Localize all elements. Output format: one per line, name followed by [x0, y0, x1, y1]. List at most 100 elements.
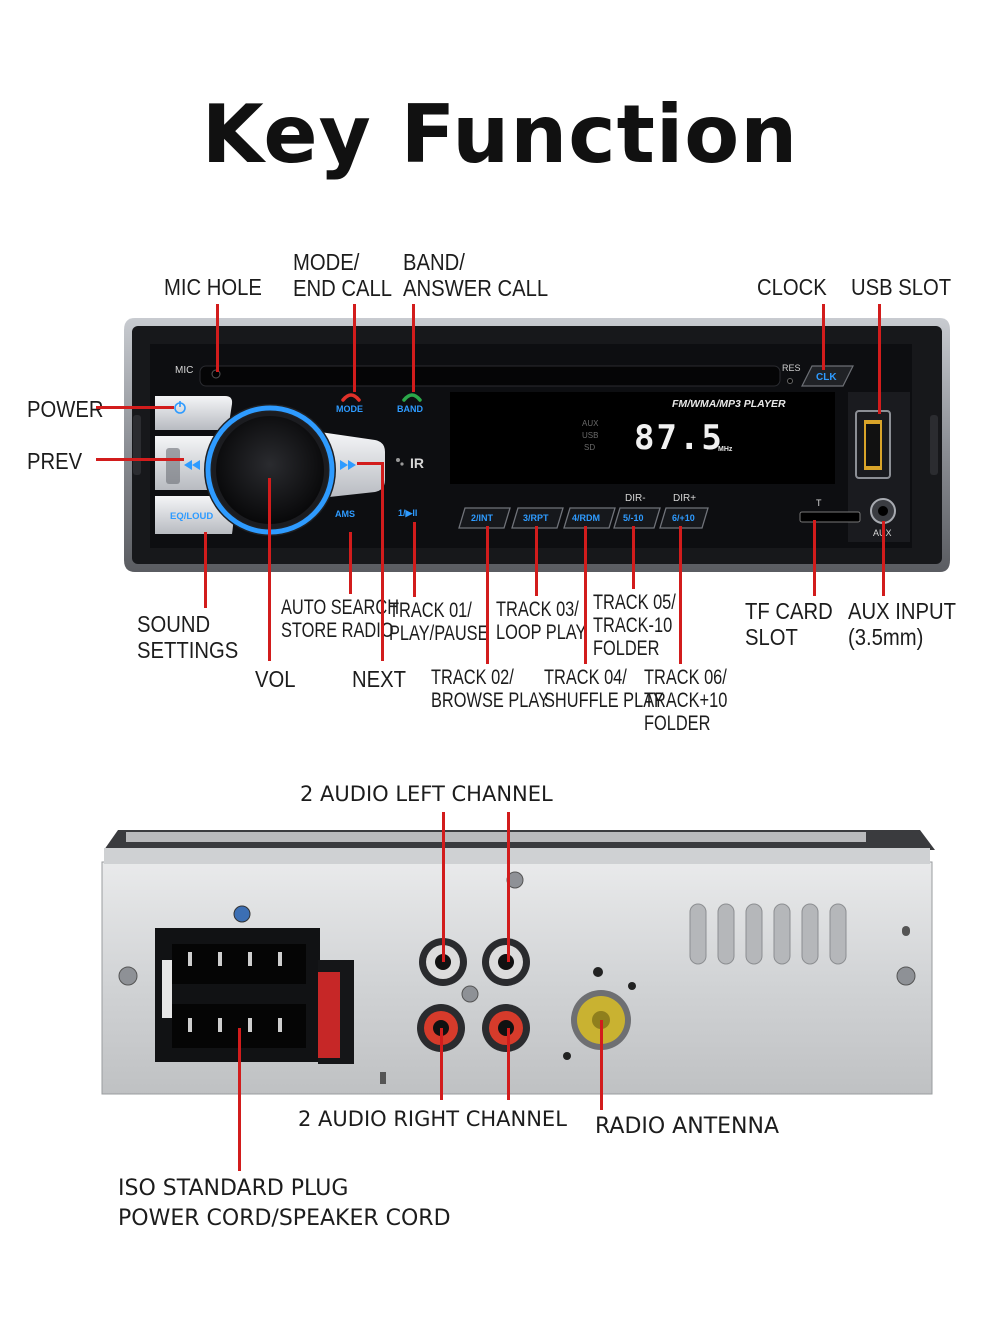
sd-indicator: SD: [584, 443, 595, 452]
tf-card-label: T: [816, 498, 822, 508]
button-2-int[interactable]: [458, 507, 511, 529]
aux-indicator: AUX: [582, 419, 599, 428]
label-usb-slot: USB SLOT: [851, 274, 952, 300]
label-line: ANSWER CALL: [403, 275, 549, 301]
leader-left-2: [507, 812, 510, 962]
usb-indicator: USB: [582, 431, 598, 440]
button-4-rdm[interactable]: [563, 507, 616, 529]
clk-text: CLK: [816, 372, 837, 383]
leader-track06: [679, 526, 682, 664]
next-icon: [340, 460, 356, 470]
label-track-01: TRACK 01/PLAY/PAUSE: [389, 599, 489, 645]
mode-button-icon[interactable]: [341, 393, 361, 402]
rca-left-top-1[interactable]: [419, 938, 467, 986]
button-5-minus10[interactable]: [613, 507, 661, 529]
leader-aux: [882, 521, 885, 596]
button-4-text: 4/RDM: [572, 513, 600, 523]
leader-ams: [349, 532, 352, 594]
label-line: TRACK 01/: [389, 599, 472, 622]
leader-vol: [268, 478, 271, 661]
fm-player-text: FM/WMA/MP3 PLAYER: [672, 398, 786, 410]
leader-right-2: [507, 1028, 510, 1100]
mhz-unit: MHz: [718, 446, 733, 453]
eq-loud-button[interactable]: [155, 496, 234, 534]
label-line: END CALL: [293, 275, 392, 301]
leader-antenna: [600, 1020, 603, 1110]
leader-left-1: [442, 812, 445, 962]
label-next: NEXT: [352, 666, 406, 692]
label-line: MODE/: [293, 249, 360, 275]
label-mic-hole: MIC HOLE: [164, 274, 262, 300]
screw: [233, 905, 251, 923]
rear-panel: [101, 830, 935, 1095]
band-button-icon[interactable]: [402, 393, 422, 402]
band-label: BAND: [397, 404, 423, 414]
button-5-text: 5/-10: [623, 513, 644, 523]
label-track-03: TRACK 03/LOOP PLAY: [496, 598, 586, 644]
label-line: (3.5mm): [848, 624, 924, 650]
label-line: TRACK-10: [593, 614, 673, 637]
label-line: TRACK 03/: [496, 598, 579, 621]
label-line: SLOT: [745, 624, 798, 650]
leader-track03: [535, 526, 538, 596]
label-line: STORE RADIO: [281, 619, 394, 642]
label-line: LOOP PLAY: [496, 621, 587, 644]
lcd-display: [450, 392, 835, 484]
label-band-answer-call: BAND/ANSWER CALL: [403, 249, 548, 301]
leader-usb: [878, 304, 881, 414]
tf-card-slot[interactable]: [799, 511, 861, 523]
rca-right-bottom-2[interactable]: [482, 1004, 530, 1052]
label-line: AUTO SEARCH: [281, 596, 400, 619]
button-3-rpt[interactable]: [511, 507, 564, 529]
button-6-plus10[interactable]: [659, 507, 709, 529]
leader-mode: [353, 304, 356, 392]
label-line: TRACK 04/: [544, 666, 627, 689]
eq-loud-text: EQ/LOUD: [170, 511, 213, 522]
screw: [461, 985, 479, 1003]
label-right-channel: 2 AUDIO RIGHT CHANNEL: [298, 1107, 567, 1131]
fuse: [318, 972, 340, 1058]
play-pause-label: 1/▶II: [398, 508, 417, 518]
power-button[interactable]: [155, 396, 233, 430]
label-line: FOLDER: [644, 712, 711, 735]
ir-sensor: IR: [410, 455, 424, 471]
leader-prev: [96, 458, 184, 461]
label-line: FOLDER: [593, 637, 660, 660]
leader-clock: [822, 304, 825, 370]
label-line: SOUND: [137, 611, 211, 637]
label-line: PLAY/PAUSE: [389, 622, 489, 645]
label-line: BROWSE PLAY: [431, 689, 550, 712]
leader-next-v: [381, 462, 384, 661]
button-6-text: 6/+10: [672, 513, 695, 523]
label-track-02: TRACK 02/BROWSE PLAY: [431, 666, 549, 712]
label-power: POWER: [27, 396, 104, 422]
dir-plus-text: DIR+: [673, 493, 696, 504]
leader-track04: [584, 526, 587, 664]
ams-label: AMS: [335, 509, 355, 519]
res-text: RES: [782, 363, 801, 373]
leader-mic: [216, 304, 219, 372]
page-title: Key Function: [201, 88, 799, 181]
label-line: AUX INPUT: [848, 598, 956, 624]
volume-knob[interactable]: [216, 416, 324, 524]
button-3-text: 3/RPT: [523, 513, 549, 523]
reset-hole[interactable]: [787, 378, 793, 384]
clk-button[interactable]: [801, 365, 854, 387]
label-clock: CLOCK: [757, 274, 827, 300]
label-line: SETTINGS: [137, 637, 239, 663]
label-aux-input: AUX INPUT(3.5mm): [848, 598, 956, 650]
label-line: SHUFFLE PLAY: [544, 689, 664, 712]
label-vol: VOL: [255, 666, 296, 692]
number-buttons: 2/INT 3/RPT 4/RDM 5/-10 6/+10 DIR- DIR+: [458, 493, 709, 529]
screw: [118, 966, 138, 986]
label-radio-antenna: RADIO ANTENNA: [595, 1114, 779, 1139]
leader-band: [412, 304, 415, 392]
label-line: TRACK 06/: [644, 666, 727, 689]
leader-sound: [204, 532, 207, 608]
leader-track02: [486, 526, 489, 664]
rca-left-top-2[interactable]: [482, 938, 530, 986]
